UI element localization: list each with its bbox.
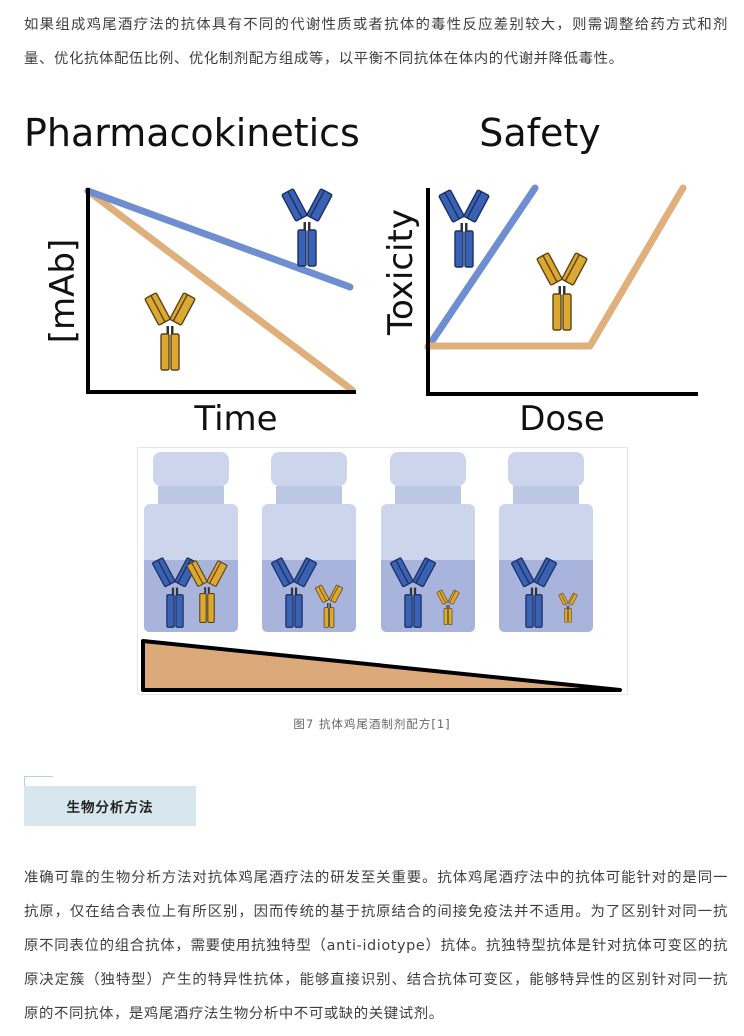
pk-xlabel: Time: [193, 399, 277, 439]
gold-antibody-icon: [536, 251, 588, 331]
gold-antibody-icon: [144, 291, 196, 371]
safety-xlabel: Dose: [519, 399, 605, 439]
pk-blue-line: [84, 187, 354, 291]
figure-caption: 图7 抗体鸡尾酒制剂配方[1]: [293, 717, 451, 731]
pk-title: Pharmacokinetics: [24, 111, 360, 155]
vial-4: [499, 452, 593, 632]
vial-3: [381, 452, 475, 632]
vial-2: [262, 452, 356, 632]
body-paragraph: 准确可靠的生物分析方法对抗体鸡尾酒疗法的研发至关重要。抗体鸡尾酒疗法中的抗体可能…: [24, 870, 728, 1022]
safety-ylabel: Toxicity: [381, 209, 421, 336]
safety-title: Safety: [479, 111, 601, 155]
section-header: 生物分析方法: [24, 786, 196, 826]
pk-orange-line: [84, 187, 356, 394]
blue-antibody-icon: [438, 188, 490, 268]
pk-ylabel: [mAb]: [43, 239, 83, 344]
intro-paragraph: 如果组成鸡尾酒疗法的抗体具有不同的代谢性质或者抗体的毒性反应差别较大，则需调整给…: [24, 17, 728, 67]
antibody-cocktail-figure: Pharmacokinetics [mAb] Time Safety Toxic…: [24, 111, 698, 695]
safety-blue-line: [424, 184, 539, 351]
concentration-wedge: [141, 639, 622, 692]
section-title: 生物分析方法: [66, 800, 154, 816]
safety-axes: [426, 188, 698, 396]
vial-1: [144, 452, 238, 632]
safety-orange-line: [424, 184, 687, 350]
blue-antibody-icon: [281, 187, 333, 267]
pk-axes: [86, 188, 356, 394]
